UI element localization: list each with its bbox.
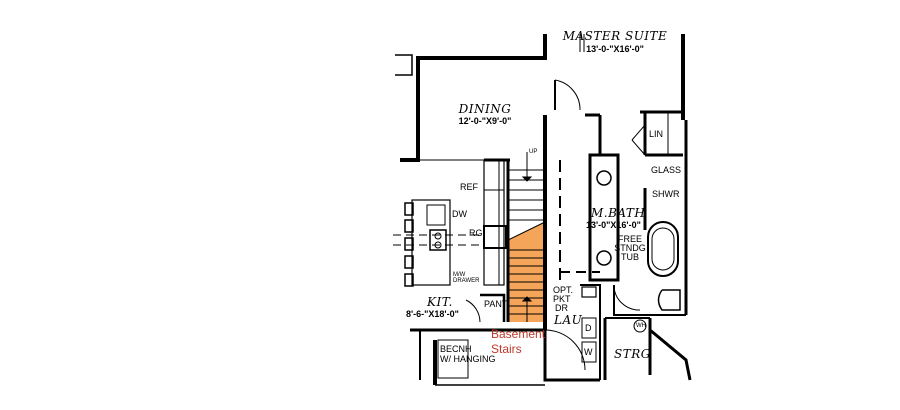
water-heater-label: WH [636,323,646,329]
washer-label: W [584,347,593,357]
microwave-drawer-label-1: M/W [453,272,466,278]
dining-label: DINING [458,102,512,116]
storage-label: STRG [614,347,651,361]
glass-label: GLASS [651,165,682,175]
basement-stairs-annotation-line2: Stairs [491,342,522,356]
laundry-label: LAU [554,313,583,327]
master-bath-dimensions: 13'-0"X16'-0" [586,220,641,230]
dining-dimensions: 12'-0-"X9'-0" [458,116,512,126]
dishwasher-label: DW [452,209,467,219]
pantry-label: PANT [484,299,508,309]
tub-label-2: STNDG [614,243,646,253]
master-suite-dimensions: 13'-0-"X16'-0" [586,44,644,54]
stairs-up-label: UP [529,149,538,155]
kitchen-dimensions: 8'-6-"X18'-0" [406,309,459,319]
basement-stairs-highlight [507,222,546,322]
range-label: RG [469,228,483,238]
bench-label-1: BECNH [440,344,472,354]
refrigerator-label: REF [460,182,478,192]
kitchen-label: KIT. [427,295,453,309]
pocket-door-label-2: PKT [553,294,571,304]
master-bath-label: M.BATH [591,206,646,220]
basement-stairs-annotation-line1: Basement [491,327,546,341]
walls [393,34,692,386]
shower-label: SHWR [652,189,680,199]
pocket-door-label-3: DR [555,303,568,313]
microwave-drawer-label-2: DRAWER [453,278,480,284]
bench-label-2: W/ HANGING [440,354,496,364]
master-suite-label: MASTER SUITE [562,29,668,43]
dryer-label: D [585,323,592,333]
pocket-door-label-1: OPT. [553,285,574,295]
tub-label-3: TUB [621,252,639,262]
tub-label-1: FREE [617,234,642,244]
linen-label: LIN [649,129,664,139]
